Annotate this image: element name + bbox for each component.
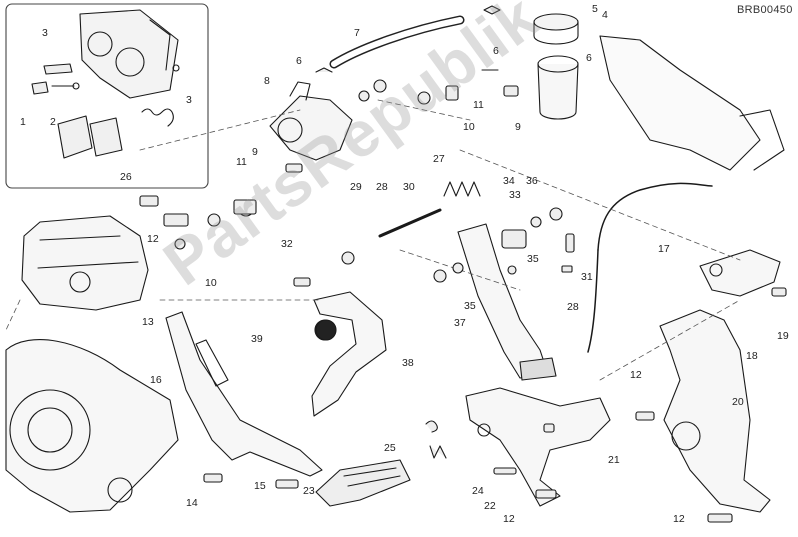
- callout-35a[interactable]: 35: [527, 253, 539, 265]
- callout-15[interactable]: 15: [254, 480, 266, 492]
- inset-spring: [141, 108, 174, 127]
- small-parts: [139, 5, 787, 523]
- callout-31[interactable]: 31: [581, 271, 593, 283]
- callout-18[interactable]: 18: [746, 350, 758, 362]
- lever-bracket: [311, 291, 387, 417]
- sensor-cable-lower: [587, 249, 599, 353]
- callout-11a[interactable]: 11: [473, 99, 484, 111]
- callout-23[interactable]: 23: [303, 485, 315, 497]
- callout-38[interactable]: 38: [402, 357, 414, 369]
- callout-36[interactable]: 36: [526, 175, 538, 187]
- callout-14[interactable]: 14: [186, 497, 198, 509]
- callout-35b[interactable]: 35: [464, 300, 476, 312]
- callout-37[interactable]: 37: [454, 317, 466, 329]
- heel-guard: [165, 311, 323, 477]
- callout-12d[interactable]: 12: [673, 513, 685, 525]
- callout-2[interactable]: 2: [50, 116, 56, 128]
- bracket-18: [699, 249, 781, 297]
- reservoir-bracket: [599, 35, 785, 171]
- pushrod: [378, 208, 442, 238]
- callout-25[interactable]: 25: [384, 442, 396, 454]
- inset-bleed-screw: [31, 63, 80, 95]
- callout-21[interactable]: 21: [608, 454, 620, 466]
- callout-11b[interactable]: 11: [236, 156, 247, 168]
- rear-caliper: [21, 215, 149, 311]
- callout-34[interactable]: 34: [503, 175, 515, 187]
- callout-5[interactable]: 5: [592, 3, 598, 15]
- callout-22[interactable]: 22: [484, 500, 496, 512]
- callout-1[interactable]: 1: [20, 116, 26, 128]
- callout-39[interactable]: 39: [251, 333, 263, 345]
- callout-24[interactable]: 24: [472, 485, 484, 497]
- callout-8[interactable]: 8: [264, 75, 270, 87]
- speed-sensor-wire: [597, 182, 713, 251]
- callout-12a[interactable]: 12: [147, 233, 159, 245]
- brake-pedal: [457, 223, 557, 381]
- callout-7[interactable]: 7: [354, 27, 360, 39]
- callout-29[interactable]: 29: [350, 181, 362, 193]
- callout-9a[interactable]: 9: [515, 121, 521, 133]
- fluid-reservoir: [533, 13, 579, 120]
- callout-6b[interactable]: 6: [493, 45, 499, 57]
- callout-9b[interactable]: 9: [252, 146, 258, 158]
- callout-26[interactable]: 26: [120, 171, 132, 183]
- callout-10a[interactable]: 10: [463, 121, 475, 133]
- inset-clip: [172, 64, 180, 72]
- callout-30[interactable]: 30: [403, 181, 415, 193]
- callout-32[interactable]: 32: [281, 238, 293, 250]
- callout-28b[interactable]: 28: [567, 301, 579, 313]
- callout-19[interactable]: 19: [777, 330, 789, 342]
- callout-6c[interactable]: 6: [586, 52, 592, 64]
- callout-10b[interactable]: 10: [205, 277, 217, 289]
- callout-33[interactable]: 33: [509, 189, 521, 201]
- inset-brake-pads: [57, 115, 123, 159]
- callout-3[interactable]: 3: [42, 27, 48, 39]
- callout-13[interactable]: 13: [142, 316, 154, 328]
- spring: [443, 181, 481, 197]
- callout-28a[interactable]: 28: [376, 181, 388, 193]
- callout-3b[interactable]: 3: [186, 94, 192, 106]
- inset-caliper: [79, 9, 179, 99]
- callout-17[interactable]: 17: [658, 243, 670, 255]
- inset-frame: [5, 3, 209, 189]
- caliper-carrier: [5, 339, 179, 513]
- callout-20[interactable]: 20: [732, 396, 744, 408]
- callout-6a[interactable]: 6: [296, 55, 302, 67]
- callout-16[interactable]: 16: [150, 374, 162, 386]
- master-cylinder: [269, 81, 353, 161]
- footpeg: [315, 459, 411, 507]
- diagram-code: BRB00450: [737, 4, 793, 16]
- footpeg-hanger: [465, 387, 611, 507]
- callout-27[interactable]: 27: [433, 153, 445, 165]
- frame-bracket-20: [659, 309, 771, 513]
- callout-12c[interactable]: 12: [503, 513, 515, 525]
- callout-4[interactable]: 4: [602, 9, 608, 21]
- callout-12b[interactable]: 12: [630, 369, 642, 381]
